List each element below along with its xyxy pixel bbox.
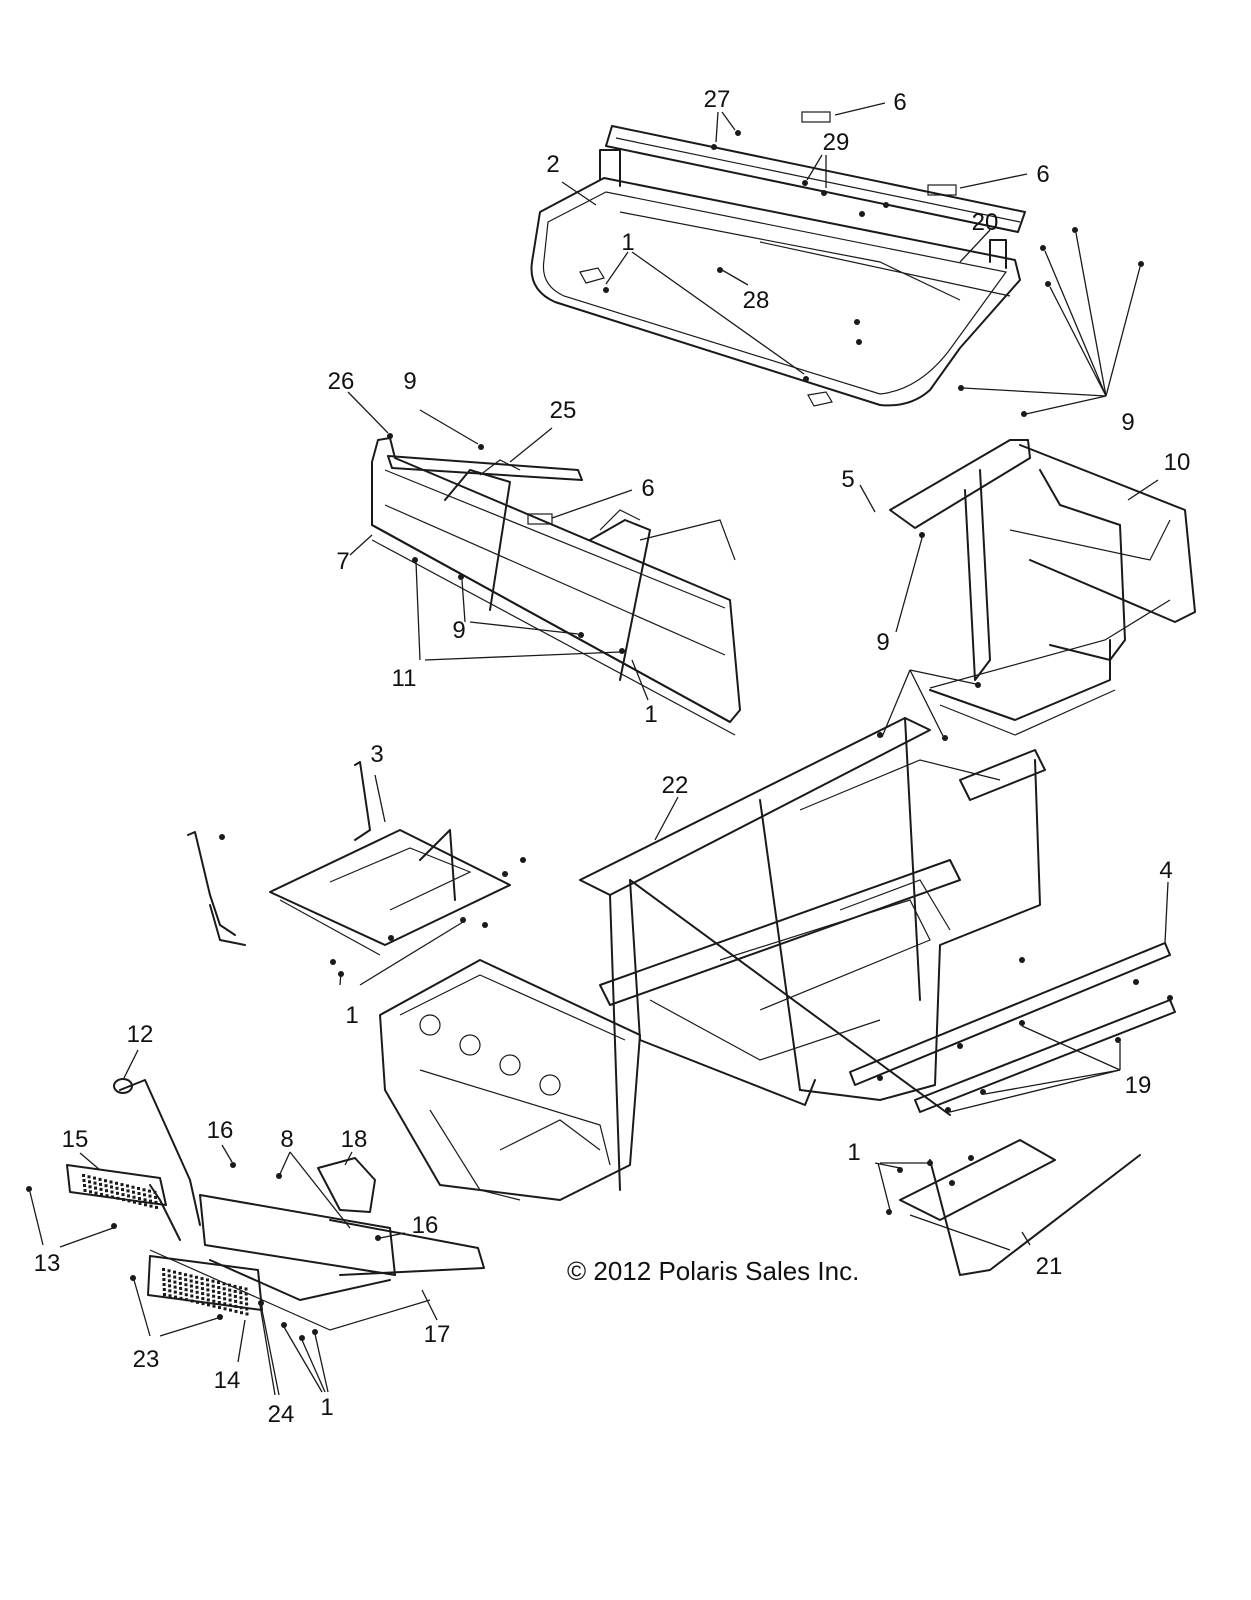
callout-17: 17 (424, 1321, 451, 1348)
cap-part-12 (113, 1078, 133, 1094)
callout-3: 3 (370, 741, 383, 768)
callout-1: 1 (644, 701, 657, 728)
floor-support-part-21 (899, 1139, 1141, 1276)
strip-part-25 (387, 455, 583, 481)
callout-28: 28 (743, 287, 770, 314)
callout-1: 1 (847, 1139, 860, 1166)
callout-1: 1 (320, 1394, 333, 1421)
callout-22: 22 (662, 772, 689, 799)
callout-6: 6 (641, 475, 654, 502)
callout-15: 15 (62, 1126, 89, 1153)
callout-8: 8 (280, 1126, 293, 1153)
cargo-box-frame-part-2 (530, 149, 1021, 407)
side-rail-part-4 (849, 942, 1171, 1086)
callout-16: 16 (412, 1212, 439, 1239)
floor-support-part-3 (187, 761, 511, 956)
callout-11: 11 (392, 665, 417, 692)
copyright-notice: © 2012 Polaris Sales Inc. (567, 1256, 859, 1286)
callout-27: 27 (704, 86, 731, 113)
callout-10: 10 (1164, 449, 1191, 476)
callout-14: 14 (214, 1367, 241, 1394)
support-channel-part-20 (605, 125, 1026, 297)
callout-9: 9 (403, 368, 416, 395)
callout-20: 20 (972, 209, 999, 236)
callout-2: 2 (546, 151, 559, 178)
callout-19: 19 (1125, 1072, 1152, 1099)
callout-18: 18 (341, 1126, 368, 1153)
callout-16: 16 (207, 1117, 234, 1144)
callout-26: 26 (328, 368, 355, 395)
callout-24: 24 (268, 1401, 295, 1428)
callout-29: 29 (823, 129, 850, 156)
callout-12: 12 (127, 1021, 154, 1048)
grille-part-15 (66, 1164, 167, 1206)
callout-1: 1 (345, 1002, 358, 1029)
rear-subframe-part-10 (889, 439, 1196, 736)
callout-25: 25 (550, 397, 577, 424)
callout-5: 5 (841, 466, 854, 493)
callout-labels: 27 6 29 6 2 20 1 28 9 26 9 25 6 7 9 11 1… (34, 86, 1191, 1428)
callout-9: 9 (1121, 409, 1134, 436)
leader-lines (29, 102, 1169, 1396)
callout-6: 6 (893, 89, 906, 116)
callout-6: 6 (1036, 161, 1049, 188)
fasteners (26, 111, 1173, 1341)
grille-15-slots (82, 1174, 159, 1209)
grille-14-slots (162, 1268, 249, 1316)
callout-13: 13 (34, 1250, 61, 1277)
side-rail-part-19 (914, 999, 1176, 1113)
callout-4: 4 (1159, 857, 1172, 884)
callout-23: 23 (133, 1346, 160, 1373)
callout-1: 1 (621, 229, 634, 256)
bracket-part-18 (317, 1157, 376, 1213)
bulkhead-frame-part-7 (371, 437, 741, 736)
callout-21: 21 (1036, 1253, 1063, 1280)
callout-9: 9 (452, 617, 465, 644)
main-chassis-part-22 (379, 717, 1046, 1201)
callout-7: 7 (336, 548, 349, 575)
callout-9: 9 (876, 629, 889, 656)
